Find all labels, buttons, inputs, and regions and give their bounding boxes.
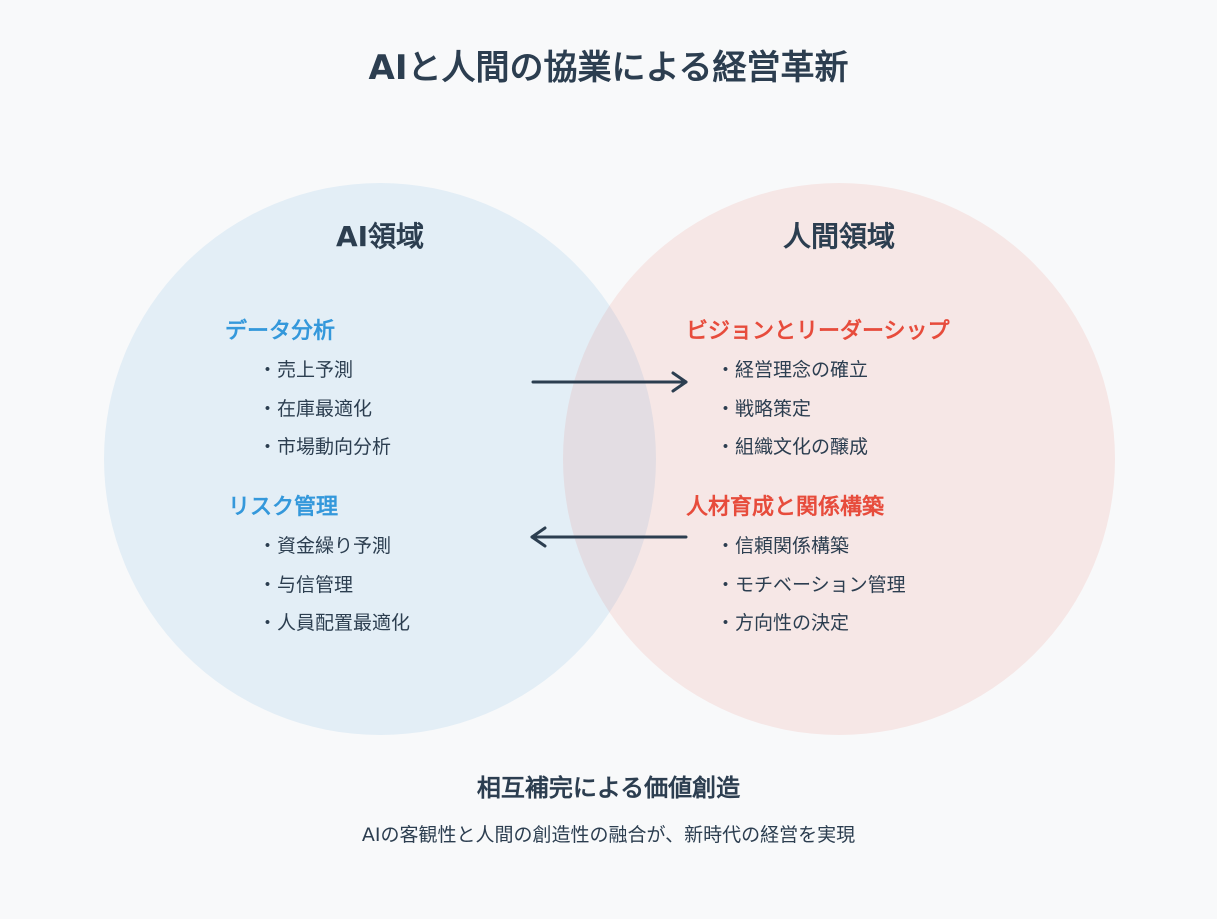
human-list-item: ・経営理念の確立 [716, 359, 869, 381]
ai-list-item: ・人員配置最適化 [258, 612, 411, 634]
human-circle [563, 183, 1115, 735]
arrow-right-icon [531, 371, 688, 393]
ai-list-item: ・市場動向分析 [258, 436, 392, 458]
human-group-title: ビジョンとリーダーシップ [686, 319, 950, 344]
ai-list-item: ・資金繰り予測 [258, 535, 392, 557]
footer-text: AIの客観性と人間の創造性の融合が、新時代の経営を実現 [361, 824, 856, 846]
ai-group-title: データ分析 [225, 319, 336, 344]
human-list-item: ・モチベーション管理 [716, 574, 906, 596]
human-list-item: ・信頼関係構築 [716, 535, 850, 557]
arrow-left-icon [530, 526, 688, 548]
footer-heading: 相互補完による価値創造 [476, 774, 741, 802]
ai-list-item: ・与信管理 [258, 574, 354, 596]
ai-area-heading: AI領域 [335, 220, 425, 253]
human-group-title: 人材育成と関係構築 [686, 495, 885, 520]
human-list-item: ・方向性の決定 [716, 612, 850, 634]
human-list-item: ・戦略策定 [716, 398, 812, 420]
ai-circle [104, 183, 656, 735]
human-area-heading: 人間領域 [782, 220, 896, 253]
ai-group-title: リスク管理 [228, 495, 339, 520]
page-title: AIと人間の協業による経営革新 [368, 48, 849, 88]
human-list-item: ・組織文化の醸成 [716, 436, 869, 458]
ai-list-item: ・売上予測 [258, 359, 354, 381]
ai-list-item: ・在庫最適化 [258, 398, 373, 420]
